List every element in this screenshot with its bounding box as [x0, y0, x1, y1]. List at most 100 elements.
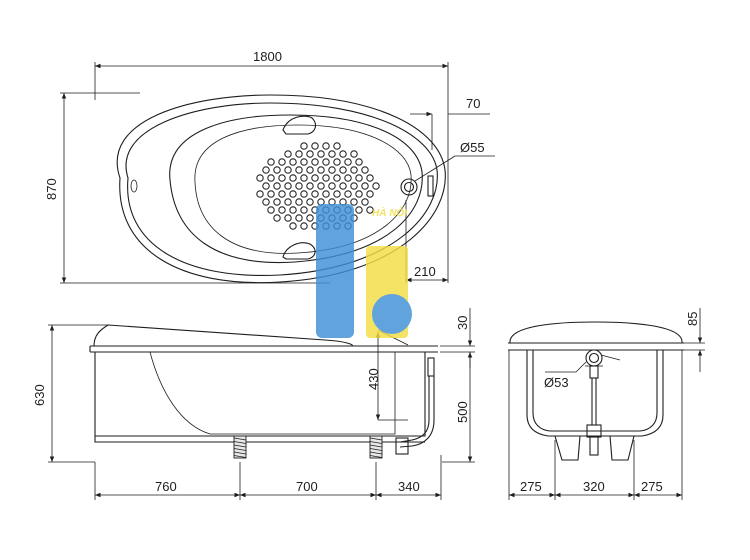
anti-slip-dot — [289, 158, 297, 166]
foot-hatch-line — [233, 441, 247, 444]
anti-slip-dot — [273, 198, 281, 206]
anti-slip-dot — [262, 198, 270, 206]
dim-drain-offset: 210 — [414, 264, 436, 279]
anti-slip-dot — [273, 214, 281, 222]
anti-slip-dot — [355, 206, 363, 214]
anti-slip-dot — [284, 150, 292, 158]
anti-slip-dot — [344, 158, 352, 166]
anti-slip-dot — [256, 174, 264, 182]
anti-slip-dot — [322, 190, 330, 198]
anti-slip-dot — [372, 182, 380, 190]
anti-slip-dot — [328, 166, 336, 174]
anti-slip-dot — [273, 182, 281, 190]
dim-width: 870 — [44, 178, 59, 200]
anti-slip-dot — [295, 182, 303, 190]
anti-slip-dot — [328, 150, 336, 158]
foot-hatch-line — [369, 455, 383, 458]
anti-slip-dot — [350, 166, 358, 174]
anti-slip-dot — [267, 174, 275, 182]
foot-hatch-line — [233, 444, 247, 448]
headrest-top — [282, 115, 317, 135]
anti-slip-dot — [311, 190, 319, 198]
anti-slip-dot — [339, 166, 347, 174]
dim-overflow-offset: 70 — [466, 96, 480, 111]
watermark-text: HÀ NỘI — [372, 206, 407, 219]
anti-slip-dot — [361, 166, 369, 174]
anti-slip-dot — [317, 182, 325, 190]
anti-slip-dot — [322, 158, 330, 166]
foot-hatch-line — [233, 448, 247, 451]
anti-slip-dot — [295, 166, 303, 174]
anti-slip-dot — [278, 206, 286, 214]
anti-slip-dot — [311, 174, 319, 182]
foot-hatch-line — [369, 451, 383, 455]
foot-hatch-line — [369, 444, 383, 448]
anti-slip-dot — [317, 150, 325, 158]
anti-slip-dot — [278, 190, 286, 198]
anti-slip-dot — [295, 150, 303, 158]
anti-slip-dot — [300, 142, 308, 150]
anti-slip-dot — [300, 158, 308, 166]
dim-drain-diameter: Ø53 — [544, 375, 569, 390]
anti-slip-dot — [355, 174, 363, 182]
anti-slip-dot — [350, 182, 358, 190]
anti-slip-dot — [278, 158, 286, 166]
anti-slip-dot — [328, 182, 336, 190]
foot-hatch-line — [369, 441, 383, 444]
anti-slip-dot — [300, 206, 308, 214]
anti-slip-dot — [300, 222, 308, 230]
anti-slip-dot — [322, 174, 330, 182]
anti-slip-dot — [361, 198, 369, 206]
anti-slip-dot — [317, 166, 325, 174]
anti-slip-dot — [295, 198, 303, 206]
dim-rim-height: 85 — [685, 312, 700, 326]
anti-slip-pattern — [256, 142, 380, 230]
anti-slip-dot — [284, 198, 292, 206]
anti-slip-dot — [350, 198, 358, 206]
anti-slip-dot — [273, 166, 281, 174]
dim-body-height: 500 — [455, 401, 470, 423]
anti-slip-dot — [262, 166, 270, 174]
anti-slip-dot — [300, 174, 308, 182]
anti-slip-dot — [311, 158, 319, 166]
anti-slip-dot — [344, 190, 352, 198]
anti-slip-dot — [289, 222, 297, 230]
foot-hatch-line — [233, 455, 247, 458]
waste-pipe — [395, 357, 435, 455]
anti-slip-dot — [366, 174, 374, 182]
front-view: 630 30 430 500 760 700 340 — [32, 308, 475, 500]
anti-slip-dot — [366, 190, 374, 198]
dim-side-foot-spacing: 320 — [583, 479, 605, 494]
anti-slip-dot — [333, 142, 341, 150]
anti-slip-dot — [284, 214, 292, 222]
anti-slip-dot — [311, 142, 319, 150]
headrest-bottom — [282, 242, 316, 260]
dim-rim-depth: 30 — [455, 316, 470, 330]
watermark-logo: HÀ NỘI — [316, 204, 412, 338]
anti-slip-dot — [267, 158, 275, 166]
anti-slip-dot — [300, 190, 308, 198]
anti-slip-dot — [355, 158, 363, 166]
anti-slip-dot — [333, 174, 341, 182]
anti-slip-dot — [289, 174, 297, 182]
dim-edge-right: 275 — [641, 479, 663, 494]
anti-slip-dot — [322, 142, 330, 150]
anti-slip-dot — [333, 190, 341, 198]
anti-slip-dot — [366, 206, 374, 214]
anti-slip-dot — [267, 206, 275, 214]
tub-top-outline — [116, 94, 446, 284]
tub-side-outline — [508, 321, 684, 461]
dim-overflow-diameter: Ø55 — [460, 140, 485, 155]
anti-slip-dot — [306, 166, 314, 174]
dim-length: 1800 — [253, 49, 282, 64]
tub-front-outline — [89, 324, 438, 443]
anti-slip-dot — [295, 214, 303, 222]
anti-slip-dot — [289, 206, 297, 214]
anti-slip-dot — [306, 214, 314, 222]
anti-slip-dot — [289, 190, 297, 198]
anti-slip-dot — [333, 158, 341, 166]
anti-slip-dot — [284, 182, 292, 190]
anti-slip-dot — [355, 190, 363, 198]
foot-hatch-line — [369, 448, 383, 451]
